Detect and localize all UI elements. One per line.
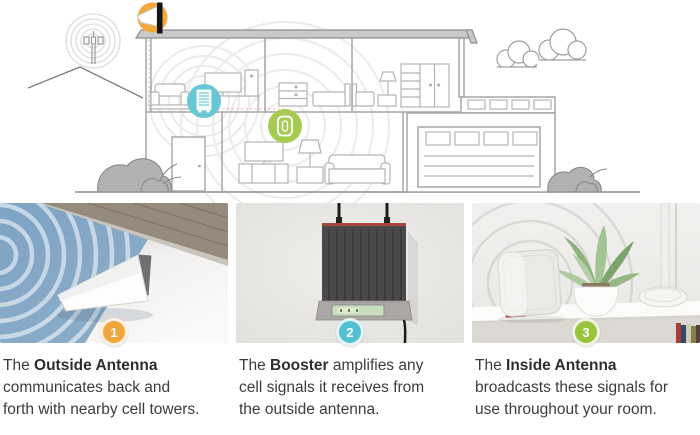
outdoor-signal-waves [0,203,131,343]
inside-antenna-marker [268,109,302,143]
caption-outside-antenna: The Outside Antenna communicates back an… [3,355,226,421]
books [676,323,700,343]
booster-device [315,223,413,321]
inside-antenna-device [497,249,562,318]
plant-leaves [554,225,640,291]
hill [27,66,144,99]
booster-icon [196,89,212,113]
outside-antenna-marker [136,2,168,34]
bottom-cable [402,319,407,343]
house-wall [85,236,228,343]
step-badge-2: 2 [336,318,364,346]
garage-details [424,99,552,177]
floor-lamp [638,203,688,308]
garage [406,96,556,193]
potted-plant [554,225,640,317]
wood-soffit [42,203,228,266]
caption-text: The [3,357,35,374]
shadow [408,231,418,325]
outside-antenna-photo: 1 [0,203,228,346]
caption-inside-antenna: The Inside Antenna broadcasts these sign… [475,355,698,421]
outside-antenna-icon [136,2,163,34]
caption-text: broadcasts these signals for use through… [475,379,668,418]
outside-antenna-device [57,254,153,322]
caption-term: Outside Antenna [34,357,158,374]
caption-text: The [475,357,507,374]
bedroom-furniture [278,63,450,108]
inside-antenna-signal-waves [179,20,391,203]
caption-booster: The Booster amplifies any cell signals i… [239,355,462,421]
caption-text: amplifies any cell signals it receives f… [239,357,425,418]
caption-text: communicates back and forth with nearby … [3,379,200,418]
house-illustration [27,2,640,203]
living-room-furniture [238,139,391,185]
step-badge-3: 3 [572,318,600,346]
booster-photo: 2 [236,203,464,346]
cell-tower-icon [83,31,104,64]
bushes-right [547,166,608,193]
panel-outside-antenna: 1 The Outside Antenna communicates back … [0,203,228,421]
inside-antenna-icon [277,115,293,137]
step-badge-1: 1 [100,318,128,346]
roof [134,29,478,44]
bushes-left [97,158,182,193]
caption-text: The [239,357,271,374]
panel-booster: 2 The Booster amplifies any cell signals… [236,203,464,421]
panel-inside-antenna: 3 The Inside Antenna broadcasts these si… [472,203,700,421]
clouds [494,28,589,77]
caption-term: Inside Antenna [506,357,617,374]
inside-antenna-photo: 3 [472,203,700,346]
tower-signal-waves [65,13,121,69]
caption-term: Booster [270,357,329,374]
front-door [171,136,206,192]
booster-marker [187,84,221,118]
office-furniture [150,69,260,111]
step-panels: 1 The Outside Antenna communicates back … [0,203,700,421]
